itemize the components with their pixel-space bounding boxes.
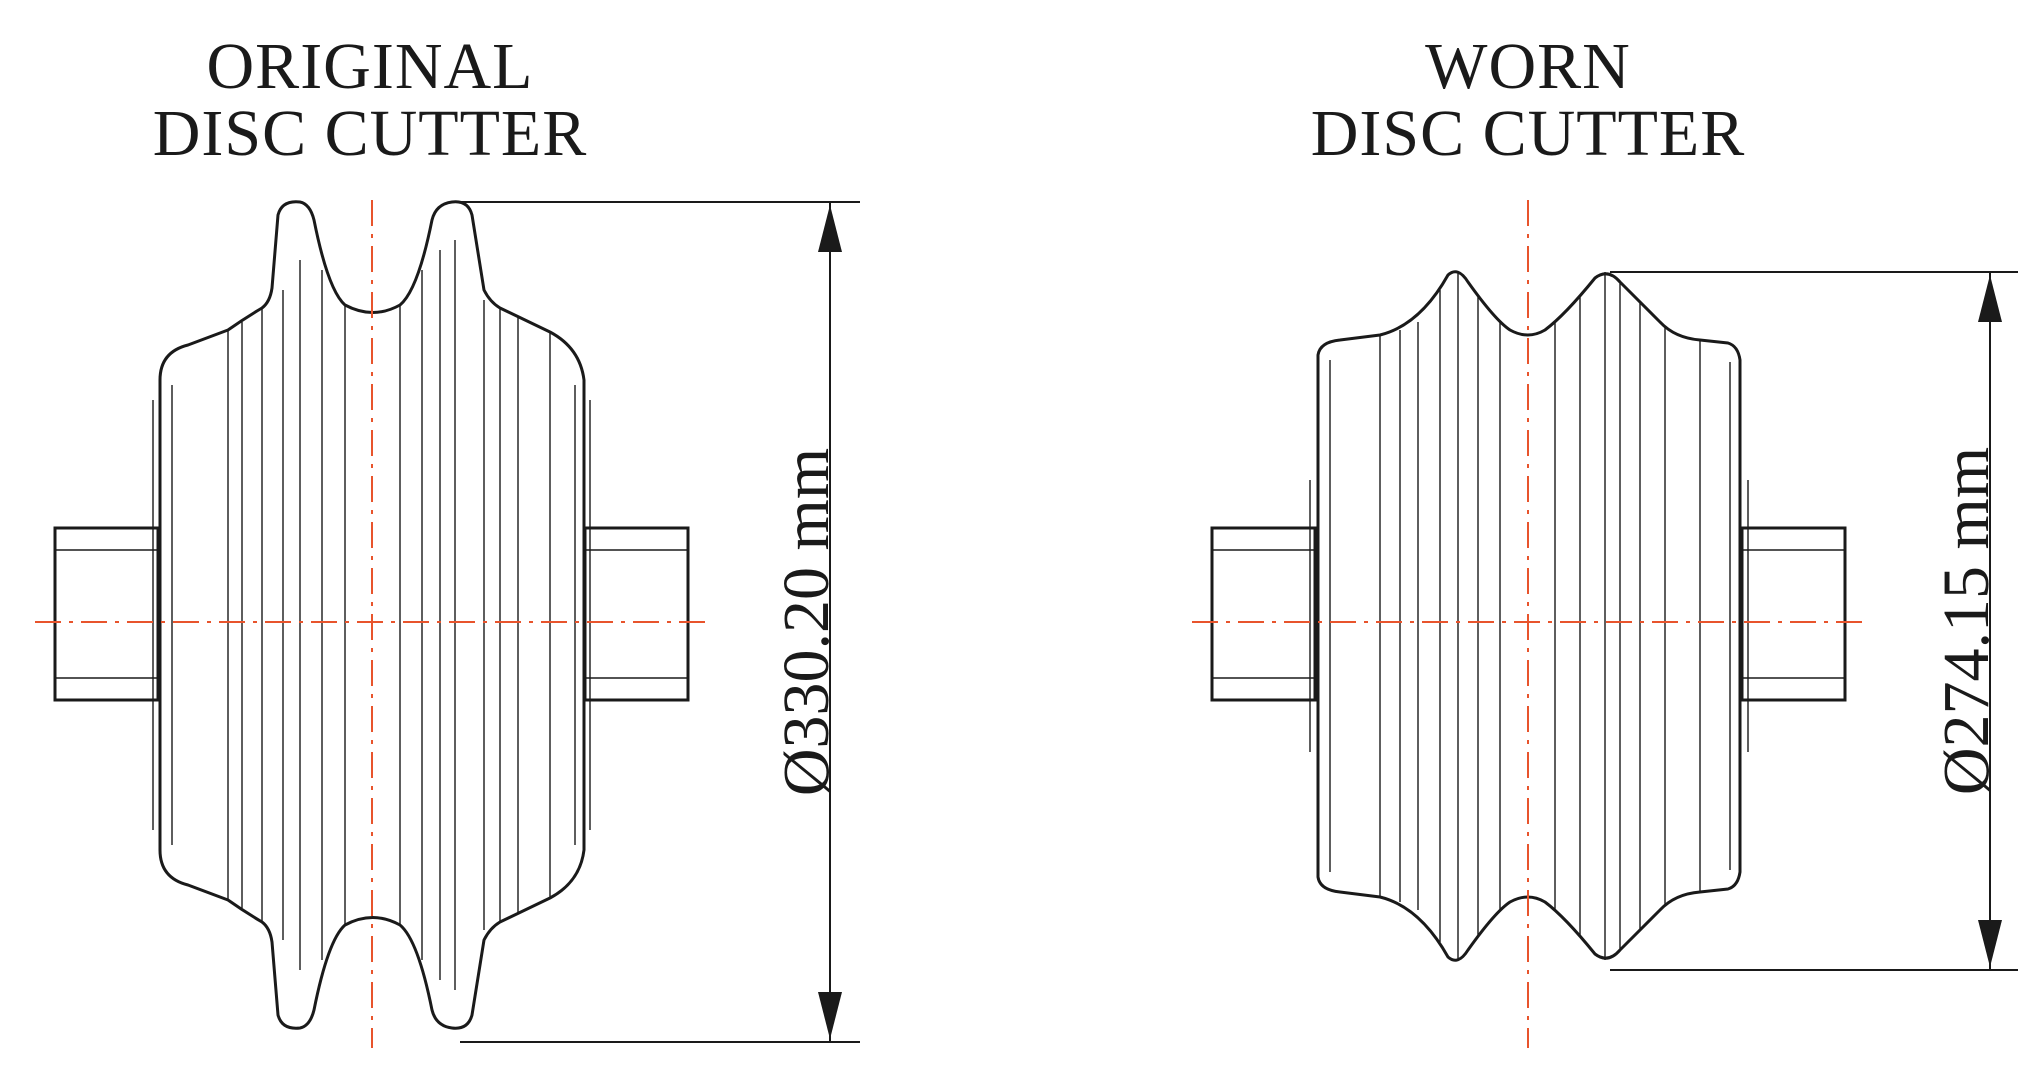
original-left-hub bbox=[53, 526, 160, 702]
worn-title-line1: WORN bbox=[1425, 30, 1631, 103]
worn-diameter-dimension: Ø274.15 mm bbox=[1610, 271, 2018, 971]
original-title-line1: ORIGINAL bbox=[207, 30, 534, 103]
worn-dimension-arrow-top bbox=[1978, 275, 2002, 322]
worn-diameter-label: Ø274.15 mm bbox=[1930, 447, 2003, 795]
original-hatching bbox=[227, 240, 551, 990]
original-diameter-label: Ø330.20 mm bbox=[770, 448, 843, 796]
original-dimension-arrow-bottom bbox=[818, 992, 842, 1039]
worn-dimension-arrow-bottom bbox=[1978, 920, 2002, 967]
worn-right-hub bbox=[1740, 526, 1847, 702]
worn-disc-cutter: WORN DISC CUTTER bbox=[1192, 30, 2018, 1048]
original-dimension-arrow-top bbox=[818, 205, 842, 252]
worn-left-hub bbox=[1210, 526, 1317, 702]
original-title-line2: DISC CUTTER bbox=[153, 97, 588, 170]
original-right-hub bbox=[583, 526, 690, 702]
original-disc-cutter: ORIGINAL DISC CUTTER bbox=[35, 30, 860, 1048]
worn-hatching bbox=[1379, 272, 1701, 960]
worn-title-line2: DISC CUTTER bbox=[1311, 97, 1746, 170]
original-diameter-dimension: Ø330.20 mm bbox=[460, 201, 860, 1043]
